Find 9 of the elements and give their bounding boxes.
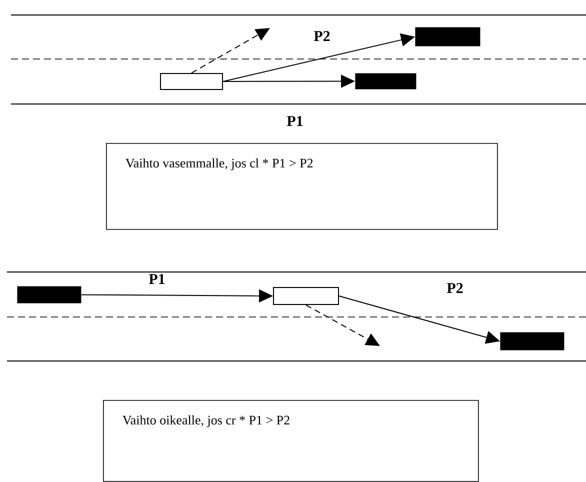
- lane-label: P2: [446, 283, 463, 293]
- car-outline: [160, 73, 223, 90]
- car-outline: [273, 287, 339, 305]
- lane-label: P1: [148, 274, 165, 284]
- lane-label: P1: [286, 116, 303, 126]
- text-box: Vaihto vasemmalle, jos cl * P1 > P2: [106, 143, 498, 230]
- text-box: Vaihto oikealle, jos cr * P1 > P2: [103, 400, 479, 482]
- lane-label: P2: [314, 31, 330, 41]
- car-block: [17, 286, 82, 304]
